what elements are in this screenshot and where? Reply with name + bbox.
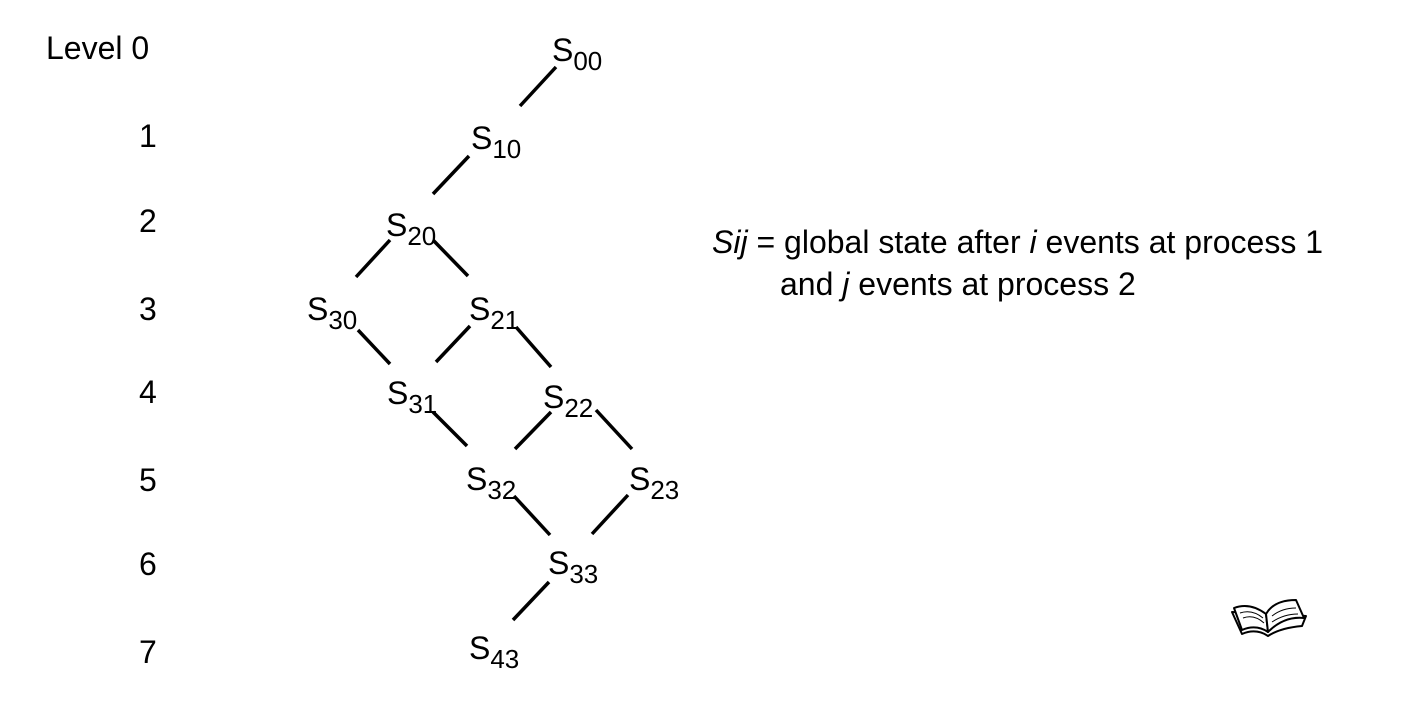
edge-s31-s32	[431, 410, 469, 448]
edge-s20-s30	[354, 238, 392, 279]
state-s31: S31	[387, 375, 438, 419]
state-s10: S10	[471, 120, 522, 164]
edge-s21-s31	[434, 324, 472, 364]
open-book-icon[interactable]	[1228, 596, 1308, 640]
edge-s30-s31	[356, 328, 392, 366]
state-s33: S33	[548, 545, 599, 589]
state-s23: S23	[629, 461, 680, 505]
state-s43: S43	[469, 630, 520, 674]
state-s00: S00	[552, 32, 603, 76]
legend-text-1: = global state after	[747, 224, 1030, 260]
level-label-1: 1	[139, 118, 157, 154]
edge-s22-s23	[594, 408, 634, 451]
level-label-3: 3	[139, 291, 157, 327]
legend-definition: Sij = global state after i events at pro…	[712, 222, 1323, 305]
legend-i: i	[1029, 224, 1037, 260]
legend-text-4: events at process 2	[849, 265, 1136, 302]
legend-text-2: events at process 1	[1036, 224, 1323, 260]
edge-s10-s20	[431, 154, 471, 196]
legend-line-1: Sij = global state after i events at pro…	[712, 222, 1323, 264]
level-label-4: 4	[139, 374, 157, 410]
state-s32: S32	[466, 461, 517, 505]
edge-s32-s33	[512, 494, 552, 537]
level-label-5: 5	[139, 462, 157, 498]
level-label-0: Level 0	[46, 30, 150, 66]
edge-s20-s21	[431, 238, 470, 278]
level-label-2: 2	[139, 203, 157, 239]
legend-sij: Sij	[712, 224, 748, 260]
level-label-6: 6	[139, 546, 157, 582]
legend-line-2: and j events at process 2	[712, 264, 1323, 306]
legend-text-3: and	[780, 265, 843, 302]
edge-s00-s10	[518, 65, 558, 108]
legend-j: j	[842, 265, 850, 302]
state-s22: S22	[543, 379, 594, 423]
level-label-7: 7	[139, 634, 157, 670]
state-s21: S21	[469, 291, 520, 335]
edge-s21-s22	[514, 325, 553, 369]
state-s30: S30	[307, 291, 358, 335]
state-s20: S20	[386, 207, 437, 251]
edge-s22-s32	[513, 410, 553, 451]
edge-s33-s43	[511, 580, 551, 622]
edge-s23-s33	[590, 493, 630, 536]
